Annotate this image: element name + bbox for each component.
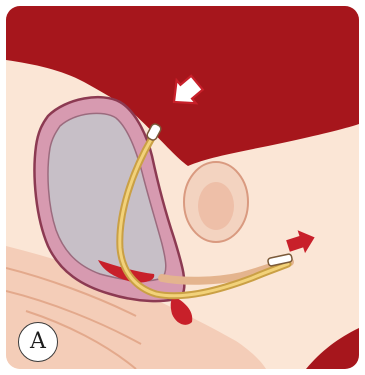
panel-label: A [18, 322, 58, 362]
anatomical-illustration: A [6, 6, 359, 369]
pubic-bone-inner [198, 182, 234, 230]
illustration-canvas [6, 6, 359, 369]
